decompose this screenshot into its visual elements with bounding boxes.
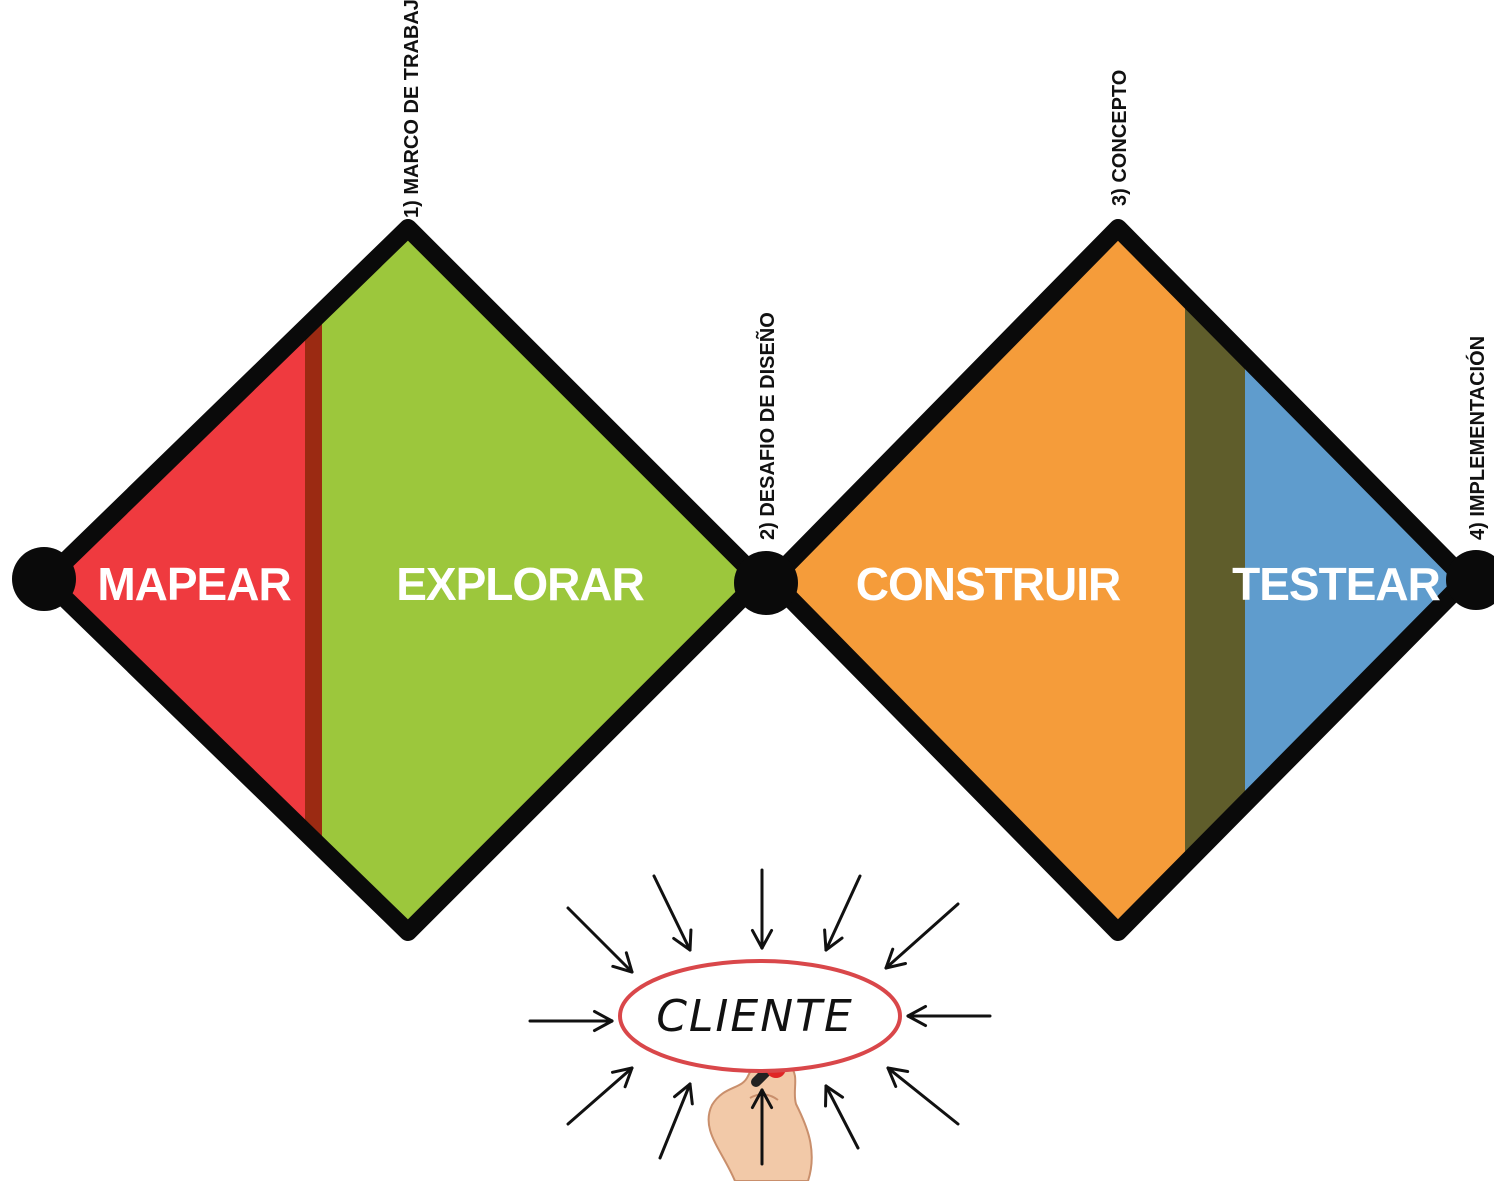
client-ellipse (618, 959, 902, 1073)
middle-node-dot-icon (734, 551, 798, 615)
phase-label-construir: CONSTRUIR (856, 558, 1121, 610)
end-node-dot-icon (1446, 550, 1494, 610)
inward-arrow-icon (823, 874, 862, 952)
milestone-label-concepto: 3) CONCEPTO (1109, 70, 1131, 206)
phase-label-mapear: MAPEAR (97, 558, 291, 610)
inward-arrow-icon (750, 868, 774, 950)
client-label: CLIENTE (656, 991, 854, 1042)
phase-label-explorar: EXPLORAR (396, 558, 644, 610)
milestone-label-marco: 1) MARCO DE TRABAJO (401, 0, 423, 218)
start-node-dot-icon (12, 547, 76, 611)
inward-arrow-icon (886, 1066, 960, 1126)
right-diamond-outline (763, 219, 1475, 941)
phase-label-testear: TESTEAR (1232, 558, 1440, 610)
inward-arrow-icon (824, 1084, 860, 1150)
inward-arrow-icon (750, 1088, 774, 1166)
inward-arrow-icon (652, 874, 693, 952)
inward-arrow-icon (658, 1082, 694, 1160)
client-group: CLIENTE (528, 868, 992, 1181)
inward-arrow-icon (566, 906, 634, 974)
inward-arrow-icon (884, 902, 960, 970)
inward-arrow-icon (906, 1004, 992, 1028)
left-diamond-outline (37, 219, 769, 941)
milestone-label-desafio: 2) DESAFIO DE DISEÑO (756, 312, 779, 540)
mapear-divider (305, 228, 322, 932)
inward-arrow-icon (528, 1009, 614, 1033)
milestone-label-implementacion: 4) IMPLEMENTACIÓN (1465, 336, 1489, 540)
inward-arrow-icon (566, 1066, 634, 1126)
hand-with-marker-icon (707, 1051, 813, 1181)
inward-arrows (528, 868, 992, 1166)
